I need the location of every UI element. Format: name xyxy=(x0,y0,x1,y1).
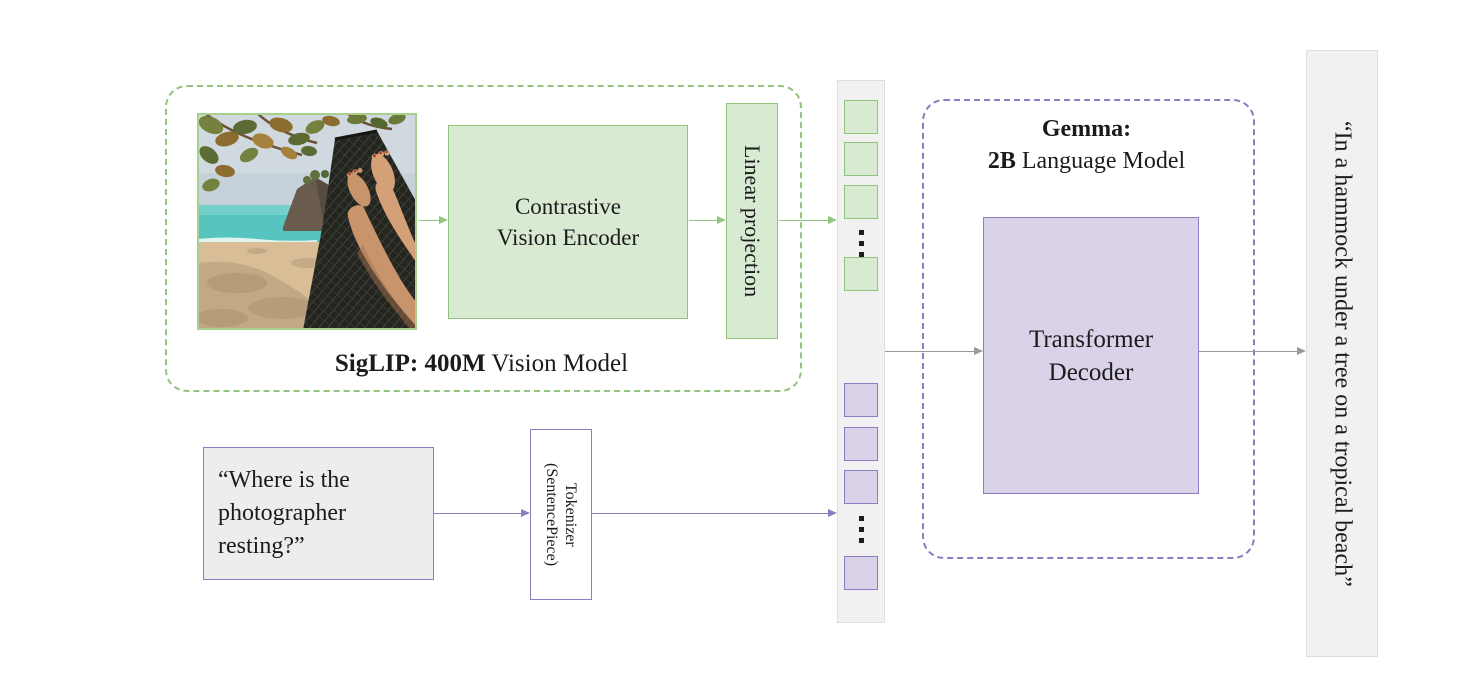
tokenizer-label-line2: (SentencePiece) xyxy=(543,462,560,567)
arrow-decoder-to-output xyxy=(1199,346,1306,355)
contrastive-vision-encoder-box: Contrastive Vision Encoder xyxy=(448,125,688,319)
text-token-ellipsis-dots xyxy=(838,516,884,543)
tokenizer-box: Tokenizer (SentencePiece) xyxy=(530,429,592,600)
output-caption-text: “In a hammock under a tree on a tropical… xyxy=(1329,120,1356,587)
image-token xyxy=(844,142,878,176)
image-token xyxy=(844,185,878,219)
vision-module-caption: SigLIP: 400M Vision Model xyxy=(165,350,798,378)
arrow-tokens-to-decoder xyxy=(885,346,983,355)
linear-projection-box: Linear projection xyxy=(726,103,778,339)
transformer-decoder-box: Transformer Decoder xyxy=(983,217,1199,494)
text-token xyxy=(844,556,878,590)
question-text: “Where is the photographer resting?” xyxy=(218,467,350,559)
language-module-type: Language Model xyxy=(1015,148,1186,174)
image-token xyxy=(844,100,878,134)
output-caption-bar: “In a hammock under a tree on a tropical… xyxy=(1306,50,1378,657)
language-module-title-line1: Gemma: xyxy=(1041,116,1132,142)
image-token xyxy=(844,257,878,291)
tokenizer-label-line1: Tokenizer xyxy=(562,482,579,547)
contrastive-vision-encoder-label: Contrastive Vision Encoder xyxy=(496,194,640,250)
arrow-photo-to-encoder xyxy=(419,215,448,224)
vision-module-container xyxy=(165,85,802,392)
language-module-title-line2: 2B Language Model xyxy=(922,145,1251,177)
image-token-ellipsis-dots xyxy=(838,230,884,257)
arrow-projection-to-tokens xyxy=(779,215,837,224)
question-input-box: “Where is the photographer resting?” xyxy=(203,447,434,580)
arrow-question-to-tokenizer xyxy=(434,508,530,517)
tokenizer-label: Tokenizer (SentencePiece) xyxy=(542,463,580,566)
beach-hammock-photo xyxy=(197,113,417,330)
text-token xyxy=(844,383,878,417)
language-module-title: Gemma: 2B Language Model xyxy=(922,113,1251,177)
vision-module-caption-bold: SigLIP: 400M xyxy=(334,350,486,377)
arrow-tokenizer-to-tokens xyxy=(592,508,837,517)
beach-hammock-photo-illustration xyxy=(197,113,417,330)
text-token xyxy=(844,470,878,504)
multimodal-token-bar xyxy=(837,80,885,623)
language-module-size: 2B xyxy=(987,148,1016,174)
transformer-decoder-label: Transformer Decoder xyxy=(1028,325,1154,386)
linear-projection-label: Linear projection xyxy=(740,144,765,298)
vision-module-caption-regular: Vision Model xyxy=(485,350,629,377)
arrow-encoder-to-projection xyxy=(689,215,726,224)
text-token xyxy=(844,427,878,461)
language-module-container xyxy=(922,99,1255,559)
